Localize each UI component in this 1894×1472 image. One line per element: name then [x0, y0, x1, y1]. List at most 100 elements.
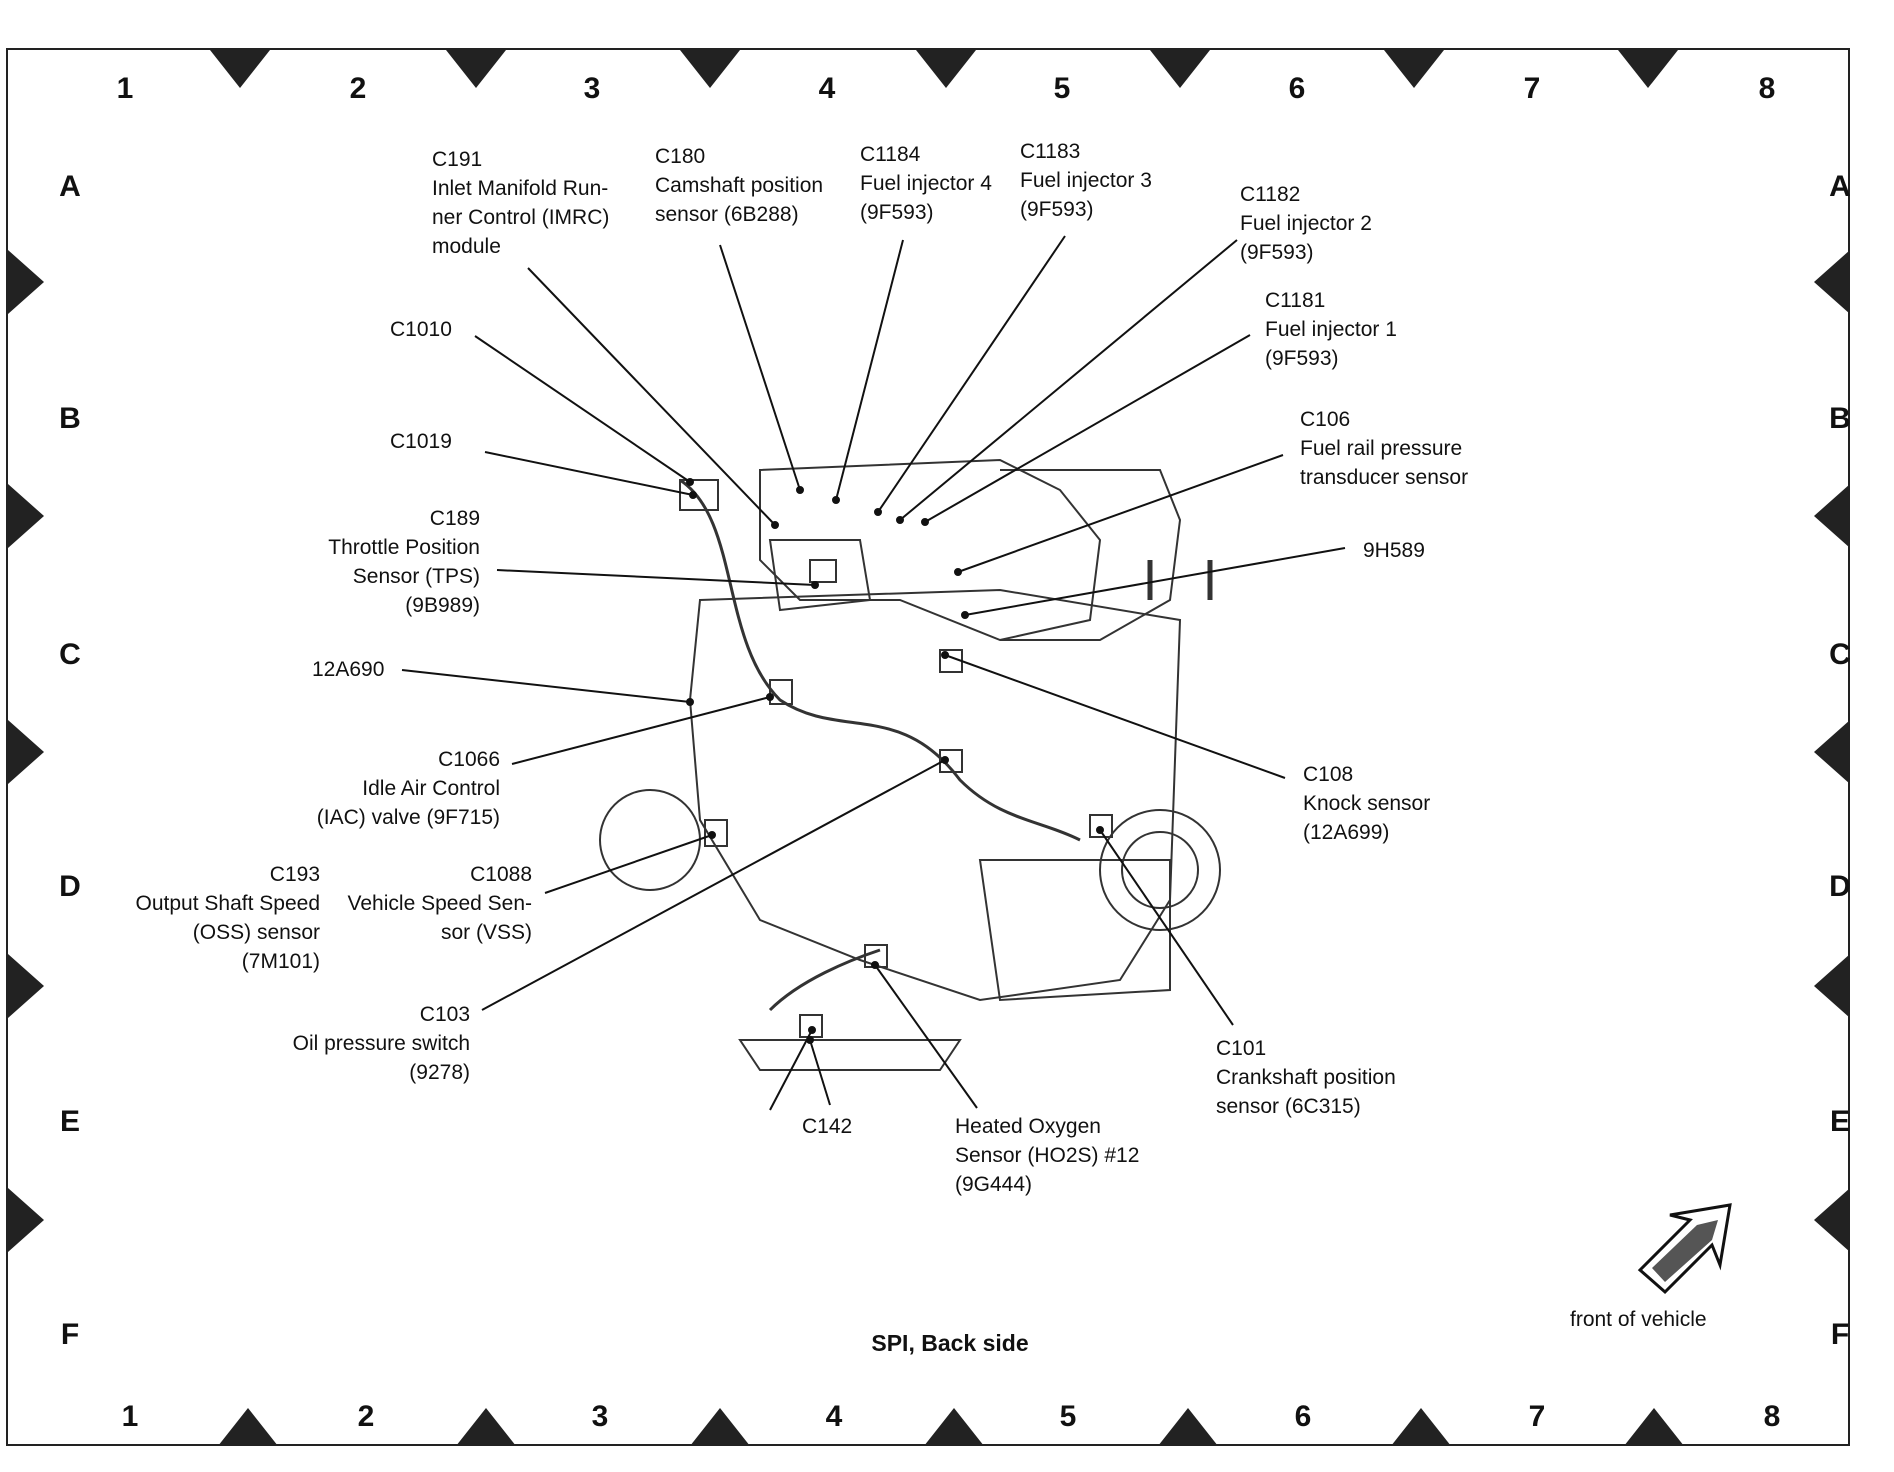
leader-c1181	[924, 334, 1251, 523]
grid-column-label: 2	[349, 72, 367, 105]
callout-description: transducer sensor	[1300, 466, 1469, 489]
grid-column-label: 3	[591, 1400, 609, 1433]
throttle-body	[768, 539, 872, 612]
leader-c1184	[835, 239, 904, 501]
leader-tip-c101	[1096, 826, 1104, 834]
leader-9h589	[964, 547, 1346, 616]
grid-column-label: 8	[1758, 72, 1776, 105]
grid-markers	[8, 50, 1850, 1446]
callout-c1019: C1019	[390, 427, 452, 456]
grid-row-label: D	[1829, 870, 1851, 903]
callout-description: (9F593)	[1020, 198, 1094, 221]
grid-row-label: C	[59, 638, 81, 671]
leader-c1088	[481, 759, 946, 1011]
grid-row-label: C	[1829, 638, 1851, 671]
grid-marker	[456, 1408, 516, 1446]
grid-marker	[8, 1188, 44, 1252]
callout-description: (7M101)	[241, 950, 320, 973]
callout-code: C103	[419, 1003, 470, 1026]
callout-description: Oil pressure switch	[292, 1032, 470, 1055]
leader-tip-ho2s	[871, 961, 879, 969]
valve-cover	[1000, 469, 1182, 641]
grid-row-label: F	[60, 1318, 80, 1351]
crank-pulley-outer	[1099, 809, 1221, 931]
grid-row-label: A	[59, 170, 81, 203]
callout-description: Knock sensor	[1303, 792, 1431, 815]
callout-description: Vehicle Speed Sen-	[347, 892, 532, 915]
callout-code: C189	[429, 507, 480, 530]
leader-c106	[957, 454, 1284, 573]
exhaust-pipe	[738, 1039, 962, 1071]
grid-row-label: E	[59, 1105, 80, 1138]
leader-tip-c189	[811, 581, 819, 589]
callout-code: 12A690	[312, 658, 385, 681]
ho2s-harness	[768, 948, 881, 1012]
callout-description: Crankshaft position	[1216, 1066, 1396, 1089]
callout-9h589: 9H589	[1363, 536, 1425, 565]
callout-code: C193	[269, 863, 320, 886]
callout-code: C1181	[1265, 289, 1326, 312]
callout-code: C106	[1300, 408, 1351, 431]
grid-marker	[1158, 1408, 1218, 1446]
grid-column-label: 7	[1528, 1400, 1546, 1433]
grid-column-label: 6	[1294, 1400, 1312, 1433]
grid-marker	[1814, 1188, 1850, 1252]
callout-code: C191	[432, 148, 483, 171]
leader-tip-c1010	[686, 478, 694, 486]
grid-marker	[8, 720, 44, 784]
grid-marker	[8, 954, 44, 1018]
callout-code: C1010	[390, 318, 452, 341]
callout-description: ner Control (IMRC)	[432, 206, 610, 229]
callout-code: C180	[655, 145, 706, 168]
leader-ho2s	[874, 964, 978, 1109]
grid-marker	[1814, 720, 1850, 784]
engine-drawing	[599, 458, 1221, 1071]
grid-row-label: B	[59, 402, 81, 435]
leader-tip-c1183	[874, 508, 882, 516]
intake-manifold	[759, 458, 1102, 642]
callout-code: 9H589	[1363, 539, 1425, 562]
callout-code: C1184	[860, 143, 921, 166]
grid-column-label: 4	[825, 1400, 843, 1433]
grid-marker	[1618, 50, 1678, 88]
grid-row-label: F	[1830, 1318, 1850, 1351]
crank-pulley-inner	[1121, 831, 1199, 909]
callout-description: Output Shaft Speed	[135, 892, 320, 915]
callout-description: (OSS) sensor	[192, 921, 320, 944]
callout-description: Fuel rail pressure	[1300, 437, 1463, 460]
grid-column-label: 1	[121, 1400, 139, 1433]
leader-tip-c180	[796, 486, 804, 494]
grid-marker	[916, 50, 976, 88]
imrc-connector	[679, 479, 719, 511]
leader-tip-c1088	[941, 756, 949, 764]
grid-marker	[924, 1408, 984, 1446]
leader-c142	[809, 1039, 831, 1106]
grid-marker	[1814, 484, 1850, 548]
grid-column-label: 6	[1288, 72, 1306, 105]
callout-description: Idle Air Control	[362, 777, 500, 800]
grid-marker	[1384, 50, 1444, 88]
transmission-housing	[599, 789, 701, 891]
callout-code: C1019	[390, 430, 452, 453]
leader-tip-c1182	[896, 516, 904, 524]
callout-description: (9G444)	[955, 1173, 1033, 1196]
callout-description: Fuel injector 4	[860, 172, 992, 195]
oil-switch-connector	[939, 749, 963, 773]
leader-tip-9h589	[961, 611, 969, 619]
callout-description: Fuel injector 1	[1265, 318, 1397, 341]
wiring-harness	[679, 478, 1081, 842]
grid-marker	[1624, 1408, 1684, 1446]
callout-description: (12A699)	[1303, 821, 1390, 844]
callout-description: (9F593)	[1265, 347, 1339, 370]
grid-marker	[218, 1408, 278, 1446]
tps-connector	[809, 559, 837, 583]
grid-column-label: 4	[818, 72, 836, 105]
